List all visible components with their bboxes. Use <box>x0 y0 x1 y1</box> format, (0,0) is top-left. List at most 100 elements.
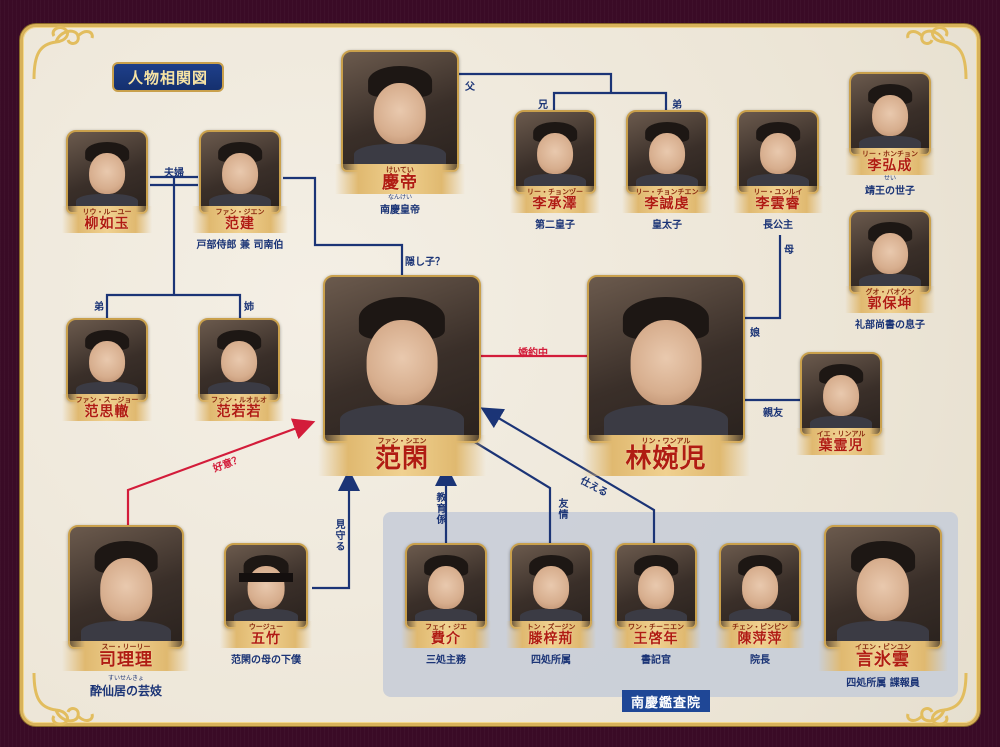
name-ruby: けいてい <box>386 166 414 174</box>
portrait <box>824 525 942 649</box>
label-engaged: 婚約中 <box>518 348 548 359</box>
character-lin-waner[interactable]: リン・ワンアル 林婉児 <box>582 275 750 477</box>
character-qingdi[interactable]: けいてい 慶帝 なんけい 南慶皇帝 <box>335 50 465 216</box>
character-ye-linger[interactable]: イエ・リンアル 葉霊児 <box>796 352 886 455</box>
character-role: 皇太子 <box>652 219 682 231</box>
name-ruby: ウージュー <box>248 623 284 631</box>
character-wang-qinian[interactable]: ワン・チーニエン 王啓年 書記官 <box>611 543 701 666</box>
character-role: 院長 <box>750 654 770 666</box>
character-role: 第二皇子 <box>535 219 575 231</box>
character-name: 王啓年 <box>633 631 679 647</box>
portrait <box>626 110 708 194</box>
portrait <box>405 543 487 629</box>
character-fan-jian[interactable]: ファン・ジエン 范建 戸部侍郎 兼 司南伯 <box>190 130 290 251</box>
character-name: 范若若 <box>216 404 262 420</box>
character-role: 三処主務 <box>426 654 466 666</box>
character-name: 李誠虔 <box>644 196 690 212</box>
portrait <box>615 543 697 629</box>
portrait <box>66 318 148 402</box>
character-fei-jie[interactable]: フェイ・ジエ 費介 三処主務 <box>401 543 491 666</box>
name-ruby: スー・リーリー <box>101 643 151 651</box>
name-ruby: ファン・ジエン <box>215 208 265 216</box>
character-fan-xian[interactable]: ファン・シエン 范閑 <box>318 275 486 477</box>
label-couple: 夫婦 <box>164 168 184 179</box>
name-ruby: リー・ユンルイ <box>753 188 803 196</box>
portrait <box>719 543 801 629</box>
name-ruby: リー・ホンチョン <box>862 150 918 158</box>
character-li-chengze[interactable]: リー・チョンヅー 李承澤 第二皇子 <box>510 110 600 231</box>
character-teng-zijing[interactable]: トン・ズージン 滕梓荊 四処所属 <box>506 543 596 666</box>
character-role: 靖王の世子 <box>865 185 915 197</box>
name-ruby: ファン・スージョー <box>75 396 139 404</box>
portrait <box>514 110 596 194</box>
character-name: 李承澤 <box>532 196 578 212</box>
character-chen-pingping[interactable]: チェン・ピンピン 陳萍萍 院長 <box>715 543 805 666</box>
name-ruby: リン・ワンアル <box>641 437 691 445</box>
character-fan-ruoruo[interactable]: ファン・ルオルオ 范若若 <box>194 318 284 421</box>
character-name: 李弘成 <box>867 158 913 174</box>
portrait <box>587 275 745 443</box>
label-younger-brother: 弟 <box>672 100 682 111</box>
name-ruby: ファン・ルオルオ <box>211 396 267 404</box>
character-name: 司理理 <box>99 650 153 670</box>
name-ruby: リー・チョンチエン <box>635 188 699 196</box>
character-name: 滕梓荊 <box>528 631 574 647</box>
character-yan-bingyun[interactable]: イエン・ビンユン 言氷雲 四処所属 諜報員 <box>818 525 948 689</box>
name-ruby: リー・チョンヅー <box>527 188 583 196</box>
blindfold <box>238 572 294 582</box>
label-elder-sister: 姉 <box>244 302 254 313</box>
character-name: 李雲睿 <box>755 196 801 212</box>
name-ruby: チェン・ピンピン <box>732 623 788 631</box>
character-wu-zhu[interactable]: ウージュー 五竹 范閑の母の下僕 <box>220 543 312 666</box>
character-name: 費介 <box>431 631 461 647</box>
portrait <box>737 110 819 194</box>
character-role: 四処所属 <box>531 654 571 666</box>
character-role: 南慶皇帝 <box>380 204 420 216</box>
portrait <box>68 525 184 649</box>
name-ruby: ファン・シエン <box>377 437 427 445</box>
label-younger-brother-2: 弟 <box>94 302 104 313</box>
name-ruby: ワン・チーニエン <box>628 623 684 631</box>
portrait <box>323 275 481 443</box>
character-guo-baokun[interactable]: グオ・バオクン 郭保坤 礼部尚書の息子 <box>845 210 935 331</box>
label-hidden-child: 隠し子？ <box>405 257 445 268</box>
character-name: 郭保坤 <box>867 296 913 312</box>
character-li-hongcheng[interactable]: リー・ホンチョン 李弘成 せい 靖王の世子 <box>845 72 935 197</box>
character-name: 葉霊児 <box>818 438 864 454</box>
portrait <box>849 72 931 156</box>
character-li-yunrui[interactable]: リー・ユンルイ 李雲睿 長公主 <box>733 110 823 231</box>
character-si-lili[interactable]: スー・リーリー 司理理 すいせんきょ 酔仙居の芸妓 <box>60 525 192 699</box>
chart-title: 人物相関図 <box>112 62 224 92</box>
label-watches-over: 見守る <box>333 519 344 552</box>
character-fan-sizhe[interactable]: ファン・スージョー 范思轍 <box>62 318 152 421</box>
portrait <box>510 543 592 629</box>
character-liu-ruyu[interactable]: リウ・ルーユー 柳如玉 <box>62 130 152 233</box>
character-role: 范閑の母の下僕 <box>231 654 301 666</box>
character-role: 四処所属 諜報員 <box>846 677 920 689</box>
group-label-kansatsuin: 南慶鑑査院 <box>622 690 710 712</box>
character-name: 柳如玉 <box>84 216 130 232</box>
label-elder-brother: 兄 <box>538 100 548 111</box>
role-ruby: すいせんきょ <box>107 674 144 682</box>
portrait <box>849 210 931 294</box>
character-name: 范建 <box>225 216 255 232</box>
character-li-chengqian[interactable]: リー・チョンチエン 李誠虔 皇太子 <box>622 110 712 231</box>
character-role: 長公主 <box>763 219 793 231</box>
character-name: 范思轍 <box>84 404 130 420</box>
name-ruby: フェイ・ジエ <box>425 623 467 631</box>
corner-ornament-top-left <box>26 24 96 84</box>
name-ruby: リウ・ルーユー <box>82 208 132 216</box>
character-name: 范閑 <box>374 444 429 474</box>
corner-ornament-bottom-right <box>904 668 974 728</box>
character-role: 礼部尚書の息子 <box>855 319 925 331</box>
portrait <box>199 130 281 214</box>
label-father: 父 <box>465 82 475 93</box>
name-ruby: イエン・ビンユン <box>855 643 911 651</box>
label-best-friend: 親友 <box>763 408 783 419</box>
portrait <box>224 543 308 629</box>
character-role: 戸部侍郎 兼 司南伯 <box>196 239 284 251</box>
name-ruby: トン・ズージン <box>526 623 576 631</box>
label-tutor: 教育係 <box>434 492 445 525</box>
character-name: 五竹 <box>251 631 281 647</box>
portrait <box>341 50 459 172</box>
